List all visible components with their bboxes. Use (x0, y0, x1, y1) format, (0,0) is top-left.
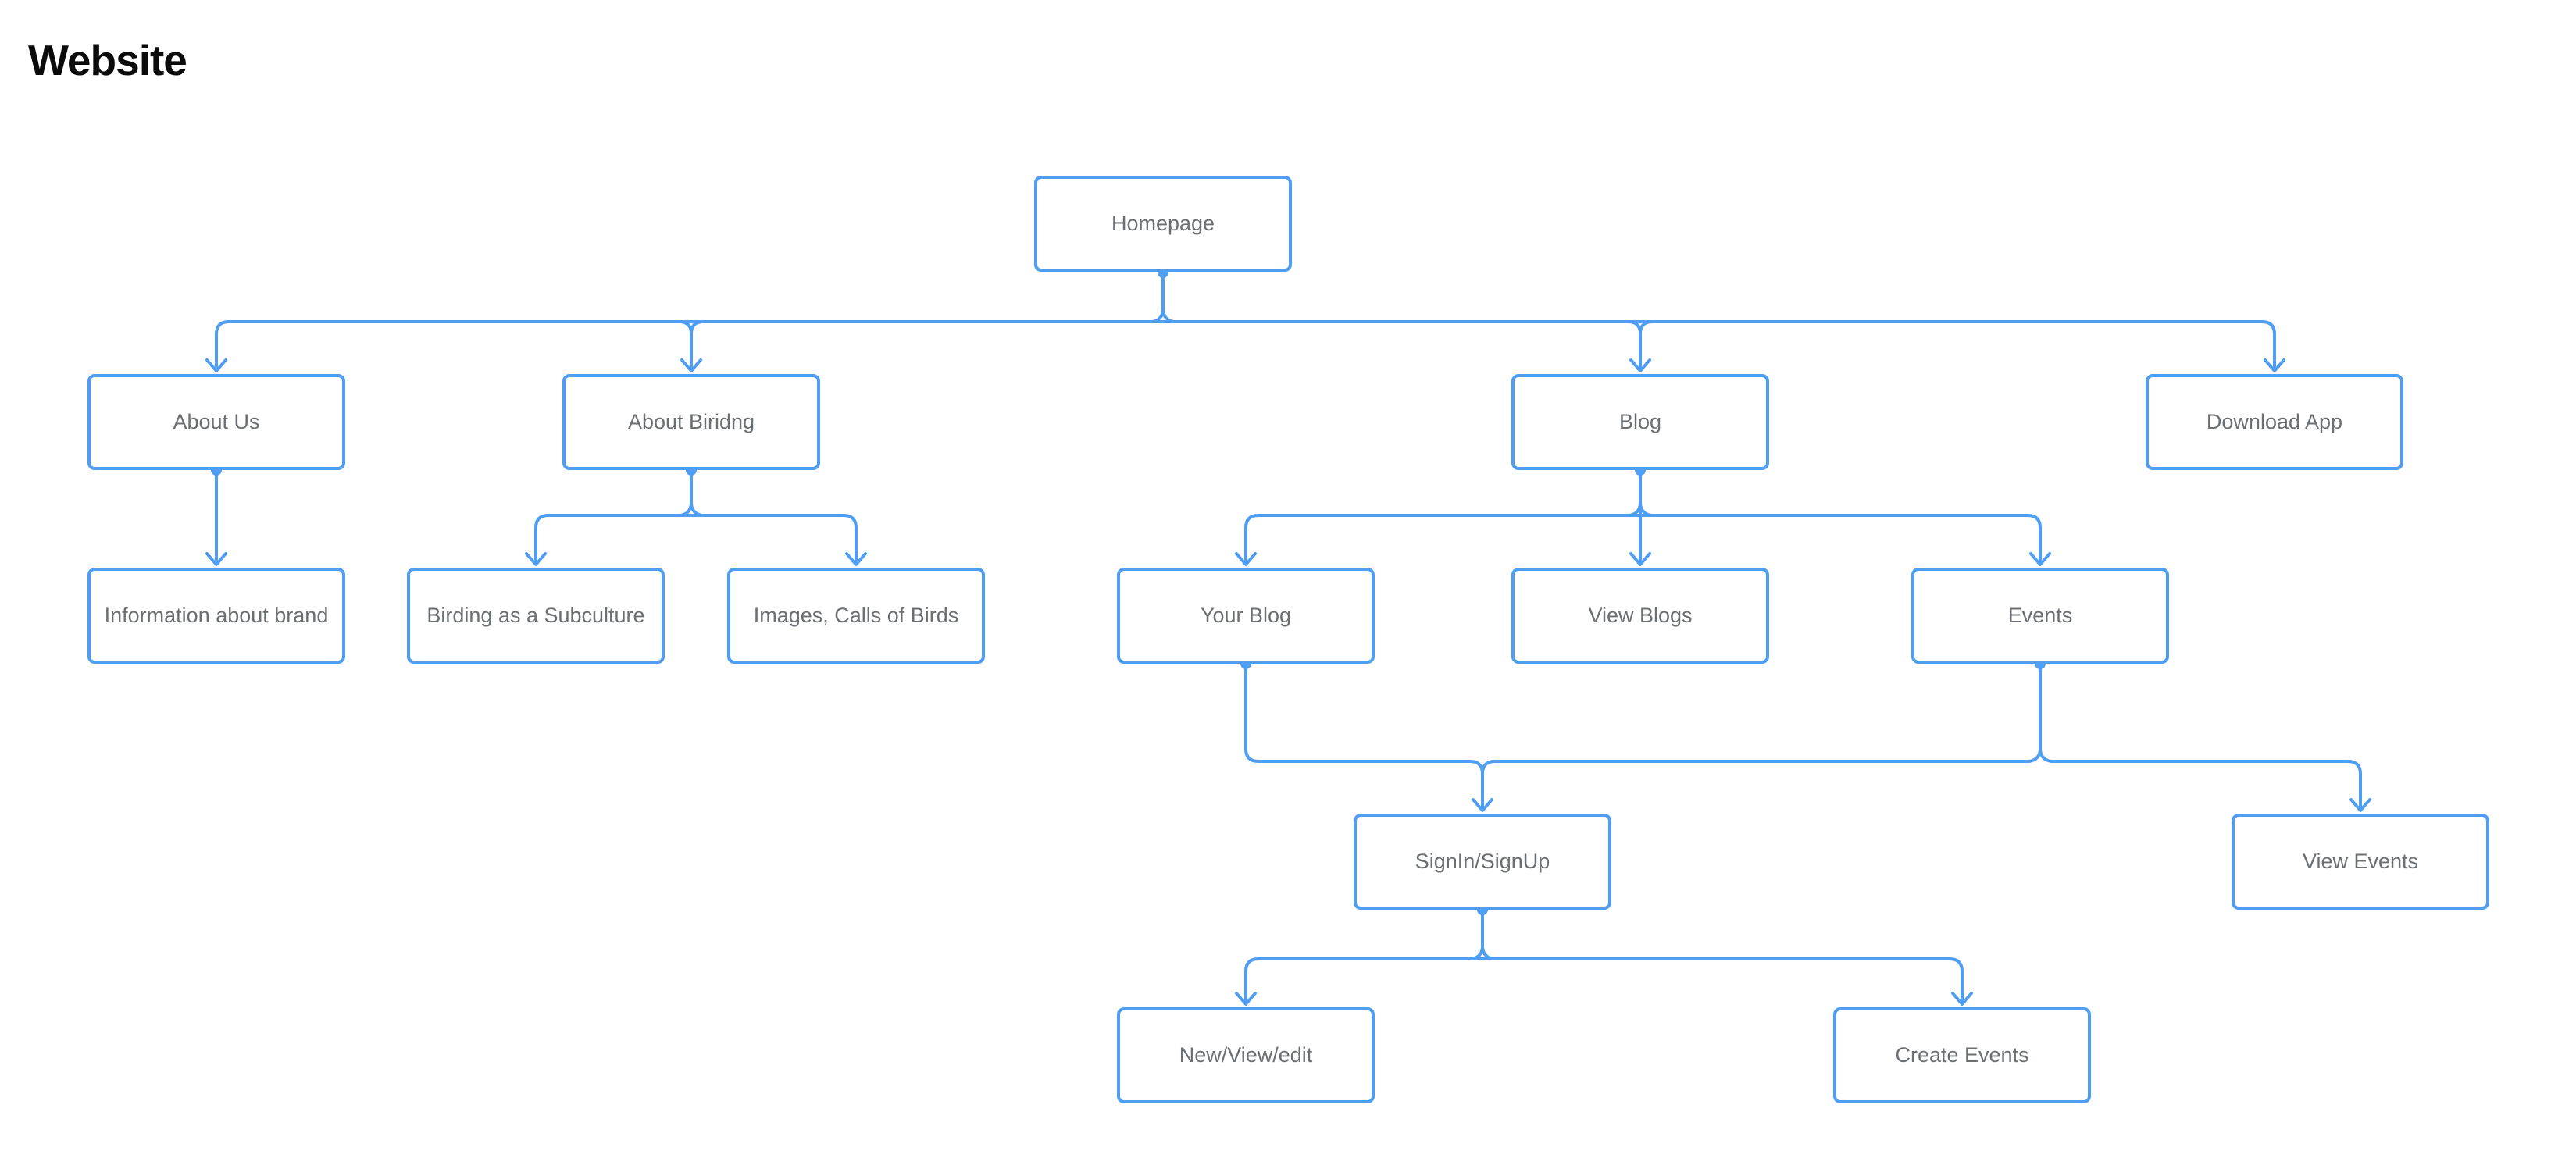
node-label: Download App (2206, 409, 2343, 433)
node-label: Your Blog (1200, 603, 1292, 627)
node-label: Events (2007, 603, 2073, 627)
edge-homepage-stem (1151, 271, 1176, 323)
node-about-us[interactable]: About Us (87, 374, 345, 470)
node-label: SignIn/SignUp (1415, 849, 1550, 873)
node-label: Birding as a Subculture (426, 603, 645, 627)
arrowhead-info-brand (205, 552, 227, 566)
node-new-view-edit[interactable]: New/View/edit (1117, 1007, 1375, 1103)
edge-drop-blog (1628, 320, 1653, 371)
node-label: View Blogs (1588, 603, 1693, 627)
page-title: Website (28, 35, 187, 84)
node-information-about-brand[interactable]: Information about brand (87, 568, 345, 664)
arrowhead-events (2029, 552, 2051, 566)
arrowhead-blog (1629, 358, 1651, 372)
edge-events-signin (1481, 760, 2031, 775)
arrowhead-about-birding (680, 358, 702, 372)
arrowhead-signin (1472, 798, 1493, 812)
edge-rail-level1 (215, 320, 2276, 371)
arrowhead-new-view-edit (1235, 992, 1257, 1006)
edge-rail-signin (1244, 957, 1964, 1003)
arrowhead-view-blogs (1629, 552, 1651, 566)
edge-signin-stem (1470, 908, 1495, 960)
edge-rail-aboutbirding (534, 514, 858, 563)
node-label: New/View/edit (1179, 1042, 1313, 1067)
node-your-blog[interactable]: Your Blog (1117, 568, 1375, 664)
node-label: About Biridng (627, 409, 755, 433)
node-events[interactable]: Events (1911, 568, 2169, 664)
node-view-blogs[interactable]: View Blogs (1511, 568, 1769, 664)
node-signin-signup[interactable]: SignIn/SignUp (1354, 814, 1611, 910)
node-homepage[interactable]: Homepage (1034, 176, 1292, 272)
arrowhead-your-blog (1235, 552, 1257, 566)
arrowhead-about-us (205, 358, 227, 372)
arrowhead-view-events (2349, 798, 2371, 812)
node-birding-as-a-subculture[interactable]: Birding as a Subculture (407, 568, 665, 664)
arrowhead-create-events (1951, 992, 1973, 1006)
node-download-app[interactable]: Download App (2146, 374, 2403, 470)
node-label: Images, Calls of Birds (753, 603, 959, 627)
arrowhead-subculture (525, 552, 547, 566)
edge-rail-blog (1244, 514, 2042, 563)
node-view-events[interactable]: View Events (2232, 814, 2489, 910)
edge-drop-about-birding (679, 320, 704, 371)
arrowhead-download-app (2264, 358, 2285, 372)
node-label: About Us (173, 409, 260, 433)
node-create-events[interactable]: Create Events (1833, 1007, 2091, 1103)
node-about-birding[interactable]: About Biridng (562, 374, 820, 470)
edge-events-viewevents (2050, 760, 2362, 809)
node-blog[interactable]: Blog (1511, 374, 1769, 470)
node-label: Information about brand (104, 603, 329, 627)
edge-events-stem (2028, 662, 2053, 763)
node-label: Create Events (1895, 1042, 2029, 1067)
edge-aboutbirding-stem (679, 468, 704, 517)
node-label: Blog (1618, 409, 1662, 433)
edge-yourblog-signin (1244, 662, 1484, 809)
node-label: Homepage (1111, 211, 1215, 235)
node-label: View Events (2302, 849, 2419, 873)
arrowhead-images-calls (845, 552, 867, 566)
node-images-calls-of-birds[interactable]: Images, Calls of Birds (727, 568, 985, 664)
